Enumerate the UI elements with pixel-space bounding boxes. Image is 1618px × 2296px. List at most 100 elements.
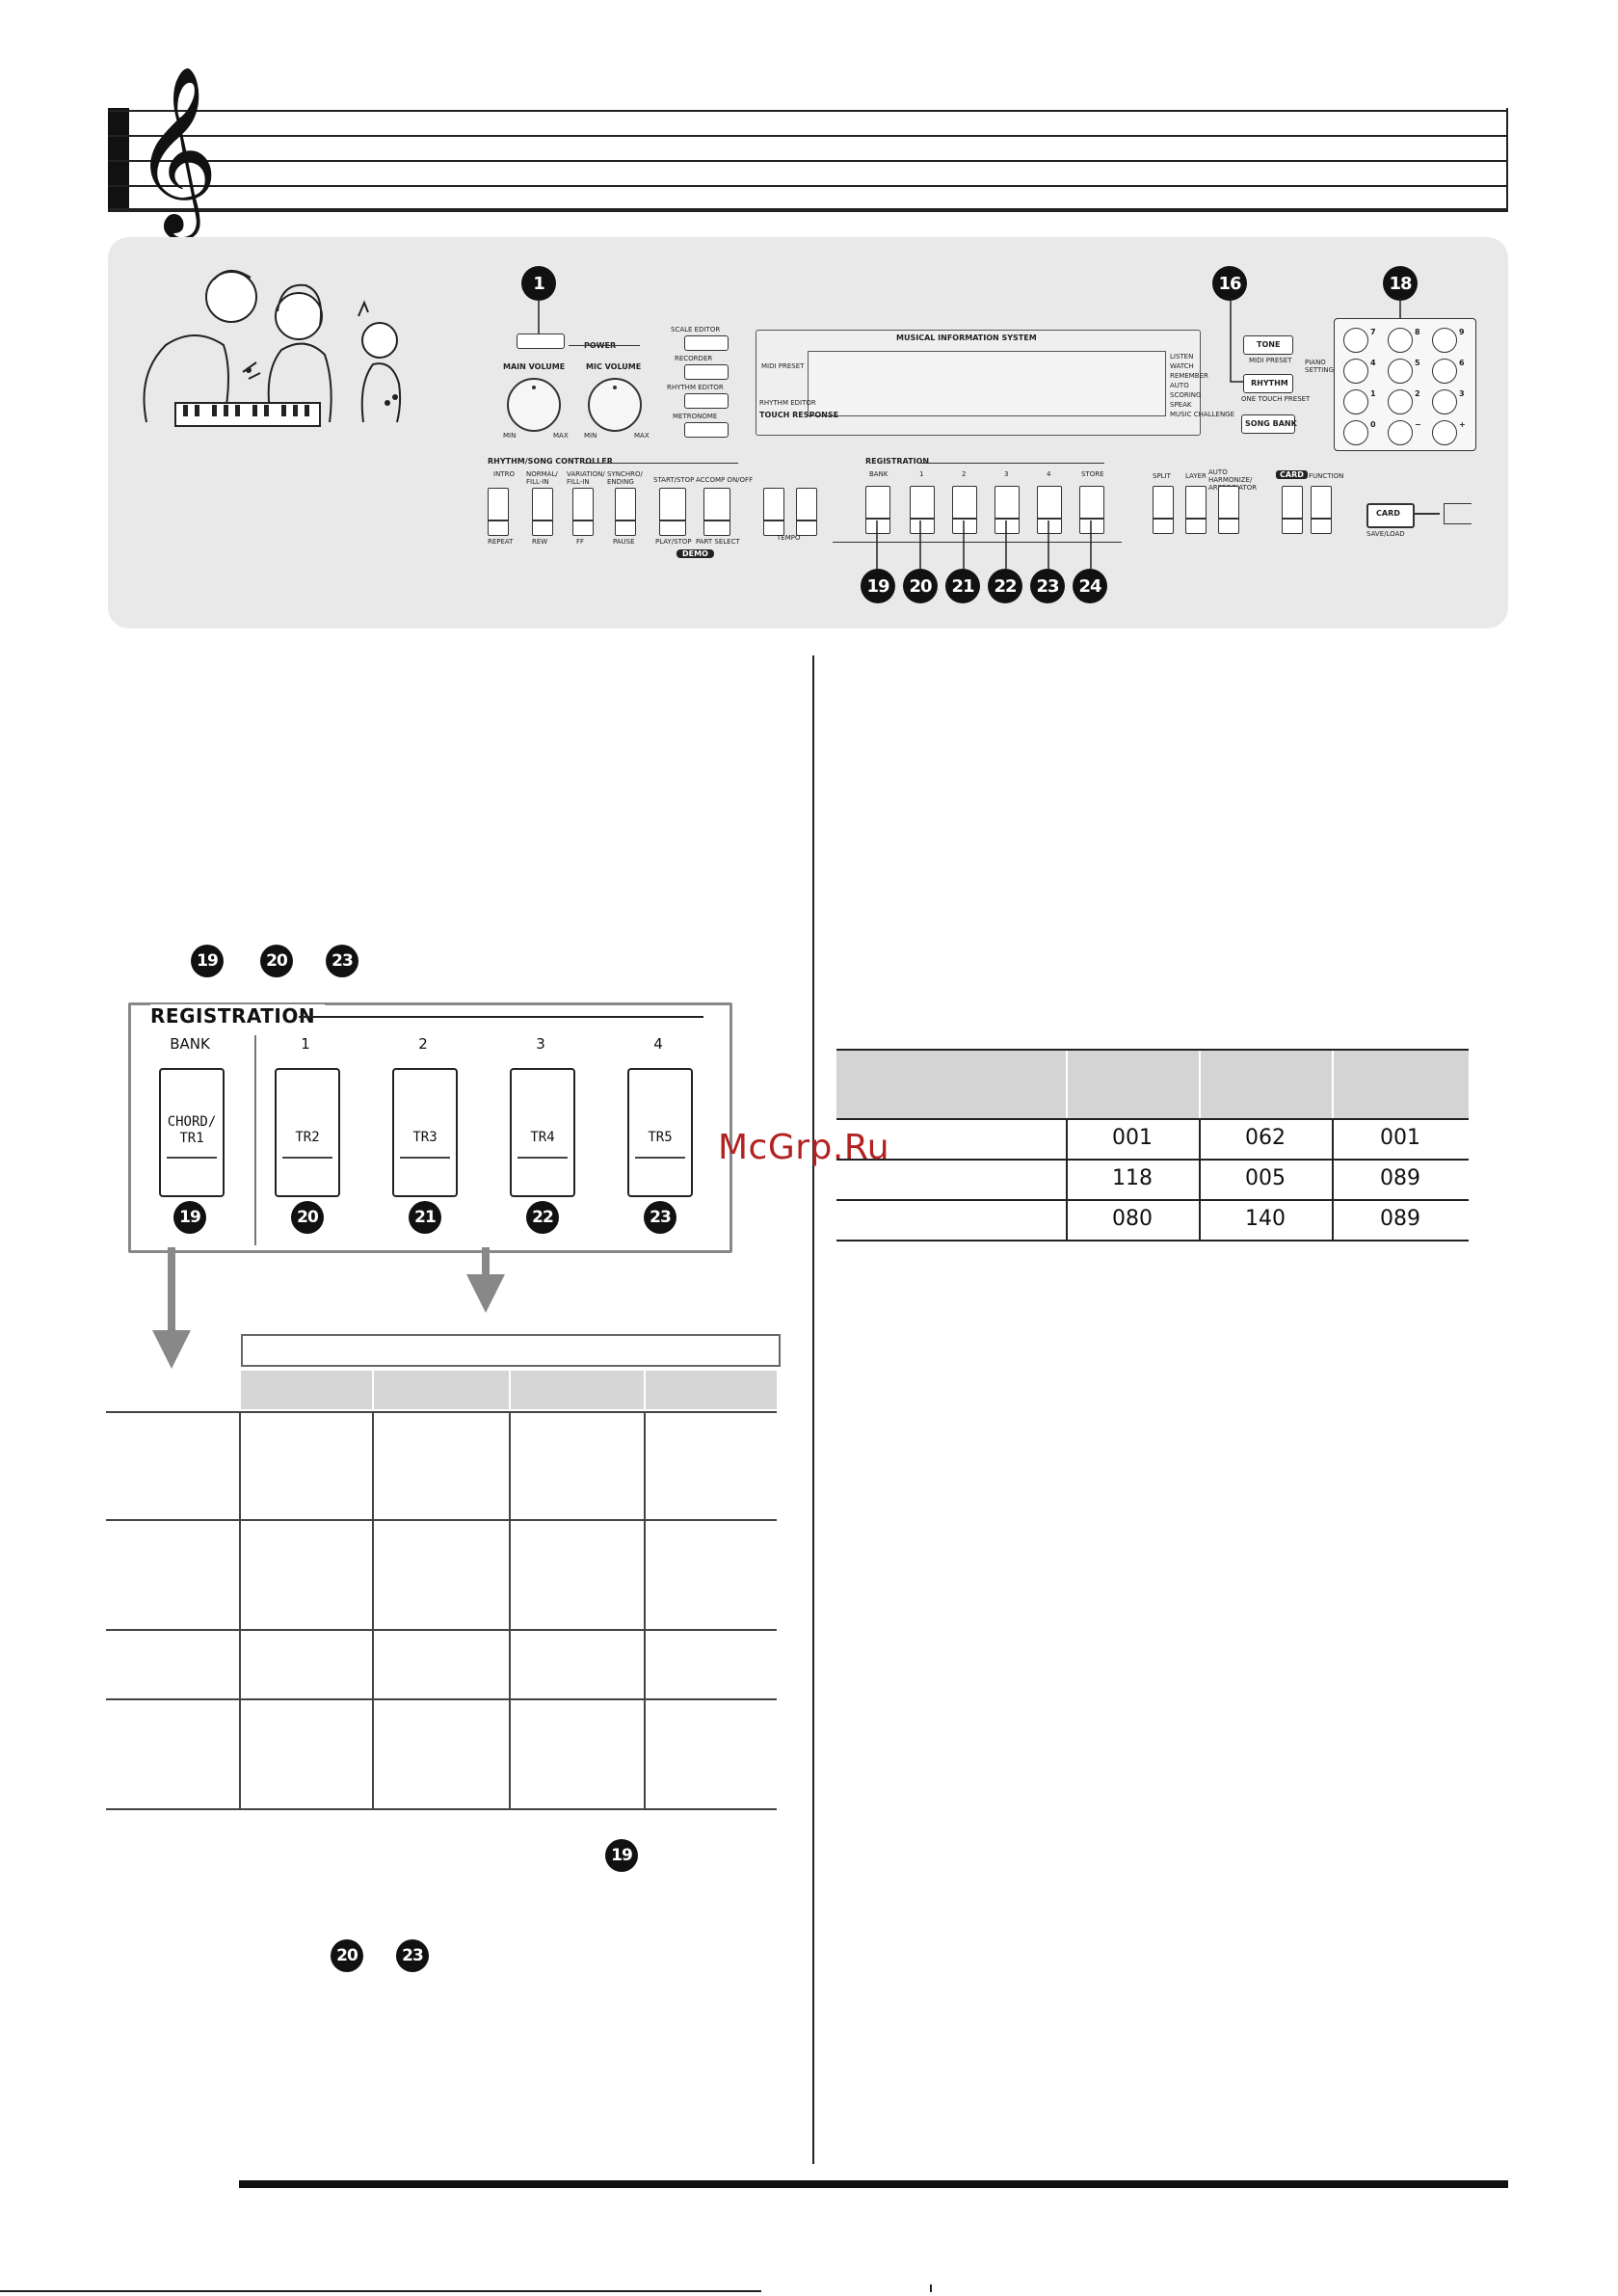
callout-16-badge: 16 bbox=[1212, 266, 1247, 301]
keypad-key-label: 1 bbox=[1370, 389, 1376, 398]
keypad-key-label: 3 bbox=[1459, 389, 1465, 398]
tone-sub-label: MIDI PRESET bbox=[1249, 357, 1292, 364]
right-table-head-divider bbox=[1066, 1051, 1068, 1118]
right-table-head-divider bbox=[1332, 1051, 1334, 1118]
keypad-key-label: 6 bbox=[1459, 359, 1465, 367]
left-table-col-line bbox=[509, 1411, 511, 1808]
watermark: McGrp.Ru bbox=[718, 1128, 890, 1167]
lcd-left-label: RHYTHM EDITOR bbox=[759, 399, 816, 407]
controller-sub-label: PART SELECT bbox=[696, 538, 740, 546]
tempo-up-button[interactable] bbox=[796, 488, 817, 536]
callout-1-badge: 1 bbox=[521, 266, 556, 301]
keypad-key[interactable] bbox=[1388, 359, 1413, 384]
keypad-key[interactable] bbox=[1388, 328, 1413, 353]
keypad-key[interactable] bbox=[1343, 359, 1368, 384]
function-label: FUNCTION bbox=[1309, 472, 1344, 480]
main-max-label: MAX bbox=[553, 432, 569, 440]
panel-reg-head: 3 bbox=[1004, 470, 1009, 478]
tr4-key[interactable]: TR4 bbox=[510, 1068, 575, 1197]
mic-max-label: MAX bbox=[634, 432, 650, 440]
keypad-key[interactable] bbox=[1432, 389, 1457, 414]
accomp-on-off-button[interactable] bbox=[703, 488, 730, 536]
right-table-cell: 001 bbox=[1112, 1126, 1153, 1150]
recorder-button[interactable] bbox=[684, 364, 729, 380]
lcd-right-label: LISTEN bbox=[1170, 353, 1194, 360]
right-table-cell: 089 bbox=[1380, 1166, 1420, 1190]
main-volume-knob[interactable] bbox=[507, 378, 561, 432]
panel-bank-button[interactable] bbox=[865, 486, 890, 534]
variation-fill-in-button[interactable] bbox=[572, 488, 594, 536]
left-table-head-divider bbox=[509, 1371, 511, 1409]
start-stop-button[interactable] bbox=[659, 488, 686, 536]
rhythm-button[interactable] bbox=[1243, 374, 1293, 393]
tr2-key[interactable]: TR2 bbox=[275, 1068, 340, 1197]
column-divider bbox=[812, 655, 814, 2164]
tr-arrow-shaft bbox=[482, 1247, 490, 1274]
right-table-cell: 140 bbox=[1245, 1207, 1286, 1231]
tempo-label: TEMPO bbox=[777, 534, 801, 542]
bottom-callout-leaders bbox=[876, 521, 1092, 569]
keypad-key[interactable] bbox=[1432, 328, 1457, 353]
panel-reg-head: 1 bbox=[919, 470, 924, 478]
keypad-key[interactable] bbox=[1388, 420, 1413, 445]
panel-reg-sub-rule bbox=[833, 542, 1122, 543]
keypad-key[interactable] bbox=[1343, 328, 1368, 353]
right-table-col-line bbox=[1199, 1118, 1201, 1240]
controller-sub-label: REPEAT bbox=[488, 538, 514, 546]
intro-button[interactable] bbox=[488, 488, 509, 536]
panel-tr3-button[interactable] bbox=[952, 486, 977, 534]
tone-button[interactable] bbox=[1243, 335, 1293, 355]
keypad-key[interactable] bbox=[1343, 420, 1368, 445]
panel-tr4-button[interactable] bbox=[995, 486, 1020, 534]
col-label-4: 4 bbox=[653, 1035, 663, 1053]
keypad-key-label: 8 bbox=[1415, 328, 1420, 336]
panel-reg-head: STORE bbox=[1081, 470, 1104, 478]
bank-arrow-head bbox=[152, 1330, 191, 1369]
callout-22-badge: 22 bbox=[988, 569, 1022, 603]
keypad-key[interactable] bbox=[1388, 389, 1413, 414]
mic-volume-label: MIC VOLUME bbox=[586, 362, 642, 371]
left-table-col-line bbox=[644, 1411, 646, 1808]
card-slot[interactable] bbox=[1366, 503, 1415, 528]
left-table-head-divider bbox=[644, 1371, 646, 1409]
song-bank-button[interactable] bbox=[1241, 414, 1295, 434]
panel-reg-head: 4 bbox=[1047, 470, 1051, 478]
bank-chord-tr1-key[interactable]: CHORD/ TR1 bbox=[159, 1068, 225, 1197]
keypad-key[interactable] bbox=[1432, 359, 1457, 384]
tempo-down-button[interactable] bbox=[763, 488, 784, 536]
rhythm-editor-button[interactable] bbox=[684, 393, 729, 409]
lcd-right-label: SCORING bbox=[1170, 391, 1202, 399]
mic-volume-knob[interactable] bbox=[588, 378, 642, 432]
keypad-key[interactable] bbox=[1432, 420, 1457, 445]
tr5-key[interactable]: TR5 bbox=[627, 1068, 693, 1197]
card-label: CARD bbox=[1276, 470, 1308, 479]
callout-23-badge: 23 bbox=[1030, 569, 1065, 603]
power-button[interactable] bbox=[517, 334, 565, 349]
auto-harmonize-button[interactable] bbox=[1218, 486, 1239, 534]
card-mode-button[interactable] bbox=[1282, 486, 1303, 534]
keypad-key-label: 7 bbox=[1370, 328, 1376, 336]
lcd-right-label: MUSIC CHALLENGE bbox=[1170, 411, 1235, 418]
panel-tr5-button[interactable] bbox=[1037, 486, 1062, 534]
normal-fill-in-button[interactable] bbox=[532, 488, 553, 536]
split-button[interactable] bbox=[1153, 486, 1174, 534]
note-ref-20-badge: 20 bbox=[331, 1939, 363, 1972]
scale-editor-button[interactable] bbox=[684, 335, 729, 351]
lcd-title: MUSICAL INFORMATION SYSTEM bbox=[896, 334, 1037, 342]
metronome-button[interactable] bbox=[684, 422, 729, 438]
tr3-key-label: TR3 bbox=[412, 1130, 438, 1145]
left-table-col-line bbox=[372, 1411, 374, 1808]
keypad-key[interactable] bbox=[1343, 389, 1368, 414]
mic-min-label: MIN bbox=[584, 432, 597, 440]
synchro-ending-button[interactable] bbox=[615, 488, 636, 536]
scale-editor-label: SCALE EDITOR bbox=[671, 326, 721, 334]
layer-button[interactable] bbox=[1185, 486, 1207, 534]
function-button[interactable] bbox=[1311, 486, 1332, 534]
panel-tr2-button[interactable] bbox=[910, 486, 935, 534]
card-slot-label: CARD bbox=[1376, 509, 1400, 518]
lcd-right-label: AUTO bbox=[1170, 382, 1189, 389]
footer-tick bbox=[930, 2284, 932, 2292]
panel-store-button[interactable] bbox=[1079, 486, 1104, 534]
tr3-key[interactable]: TR3 bbox=[392, 1068, 458, 1197]
callout-21-badge: 21 bbox=[945, 569, 980, 603]
